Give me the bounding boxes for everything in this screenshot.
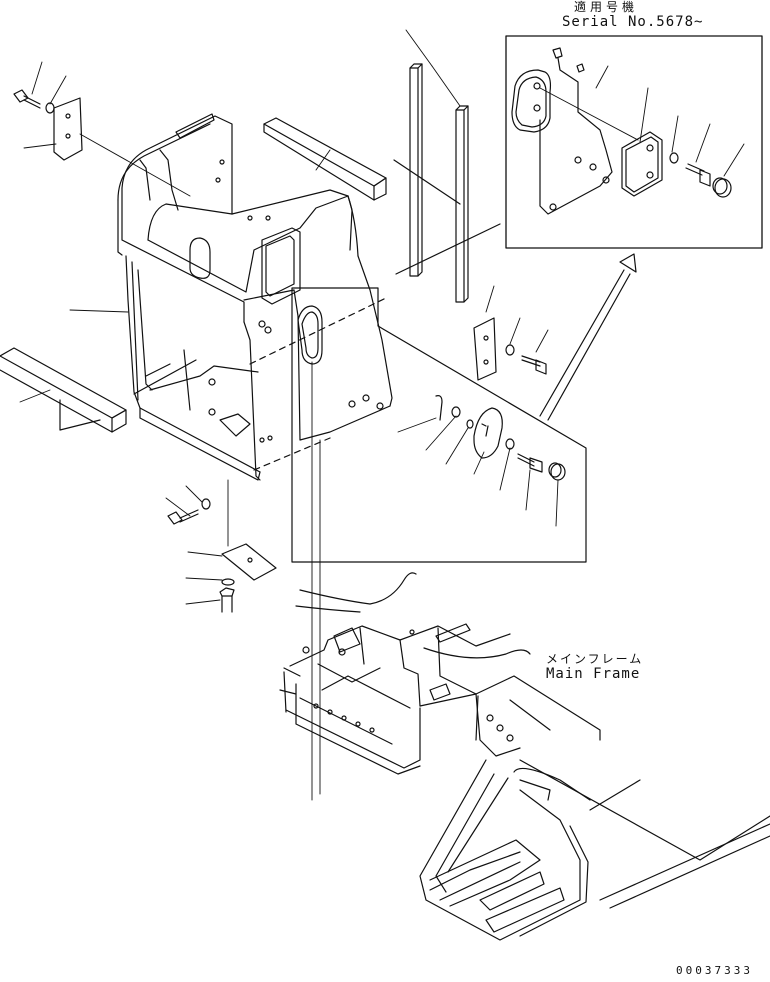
small-parts — [14, 90, 565, 612]
detail-frame-box — [292, 288, 586, 562]
leader-lines — [20, 30, 558, 800]
drawing-number: 00037333 — [676, 964, 753, 977]
seal-strips — [394, 64, 500, 302]
beam-top — [264, 118, 386, 200]
serial-label-english: Serial No.5678~ — [562, 14, 704, 30]
cab-frame — [60, 114, 392, 480]
detail-inset-box — [506, 36, 762, 248]
main-frame-label-english: Main Frame — [546, 666, 641, 682]
detail-arrow — [540, 254, 636, 420]
main-frame-label-japanese: メインフレーム — [546, 652, 644, 666]
main-frame — [280, 573, 770, 940]
serial-label-japanese: 適用号機 — [574, 0, 639, 14]
beam-left — [0, 348, 126, 432]
